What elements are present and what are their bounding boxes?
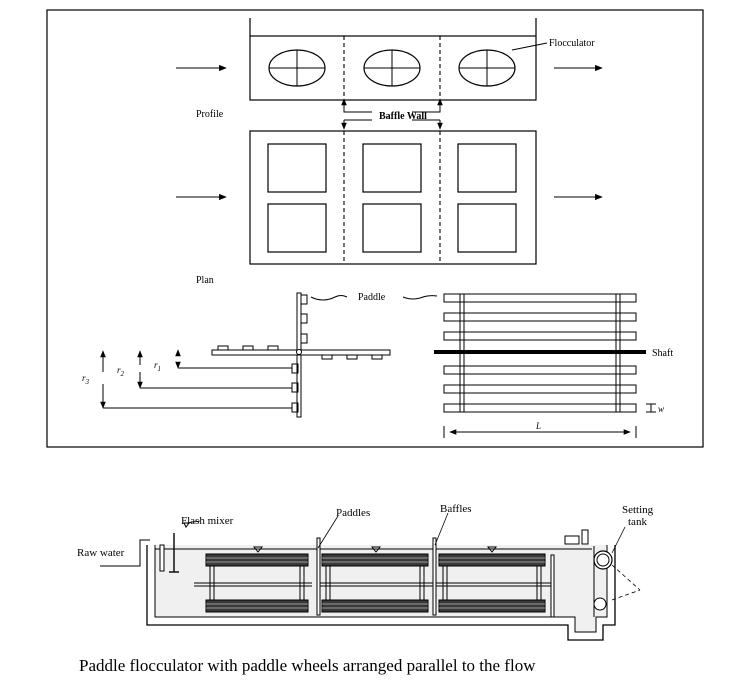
- settling-tank-label-line1: Setting: [622, 504, 654, 516]
- tank-outline: [146, 545, 616, 641]
- plan-view: Plan: [176, 130, 603, 286]
- paddle-wheel-end-view: r1 r2 r3: [82, 292, 391, 418]
- flocculator-wheel-1: [268, 49, 326, 87]
- plan-label: Plan: [196, 275, 214, 286]
- r2-label: r2: [117, 365, 125, 378]
- r3-label: r3: [82, 373, 90, 386]
- paddle-label: Paddle: [358, 292, 386, 303]
- baffle-wall-annotation: Baffle Wall: [341, 98, 443, 130]
- bottom-figure: Raw water Flash mixer Paddles Baffles Se…: [77, 503, 654, 641]
- flocculator-wheel-2: [363, 49, 421, 87]
- figure-caption: Paddle flocculator with paddle wheels ar…: [79, 656, 536, 675]
- settling-tank-label-line2: tank: [628, 516, 647, 528]
- flash-mixer-label: Flash mixer: [181, 515, 234, 527]
- paddle-plan-3b: [457, 203, 517, 253]
- paddle-plan-2b: [362, 203, 422, 253]
- w-label: w: [658, 404, 664, 414]
- raw-water-label: Raw water: [77, 547, 125, 559]
- paddle-plan-1b: [267, 203, 327, 253]
- plan-tank: [249, 130, 537, 265]
- baffle-wall-label: Baffle Wall: [379, 111, 427, 122]
- l-label: L: [535, 421, 541, 431]
- profile-tank: [249, 35, 537, 101]
- profile-label: Profile: [196, 109, 224, 120]
- paddle-plan-2a: [362, 143, 422, 193]
- flocculator-label: Flocculator: [549, 38, 595, 49]
- paddle-plan-1a: [267, 143, 327, 193]
- shaft-label: Shaft: [652, 348, 673, 359]
- paddle-annotation: Paddle: [310, 292, 438, 303]
- flocculator-wheel-3: [458, 49, 516, 87]
- top-figure-frame: [46, 9, 704, 448]
- paddle-plan-3a: [457, 143, 517, 193]
- paddle-wheel-side-view: Shaft w L: [434, 293, 673, 438]
- profile-view: Flocculator Profile: [176, 18, 603, 120]
- r1-label: r1: [154, 360, 161, 373]
- baffles-label: Baffles: [440, 503, 472, 515]
- paddles-label: Paddles: [336, 507, 370, 519]
